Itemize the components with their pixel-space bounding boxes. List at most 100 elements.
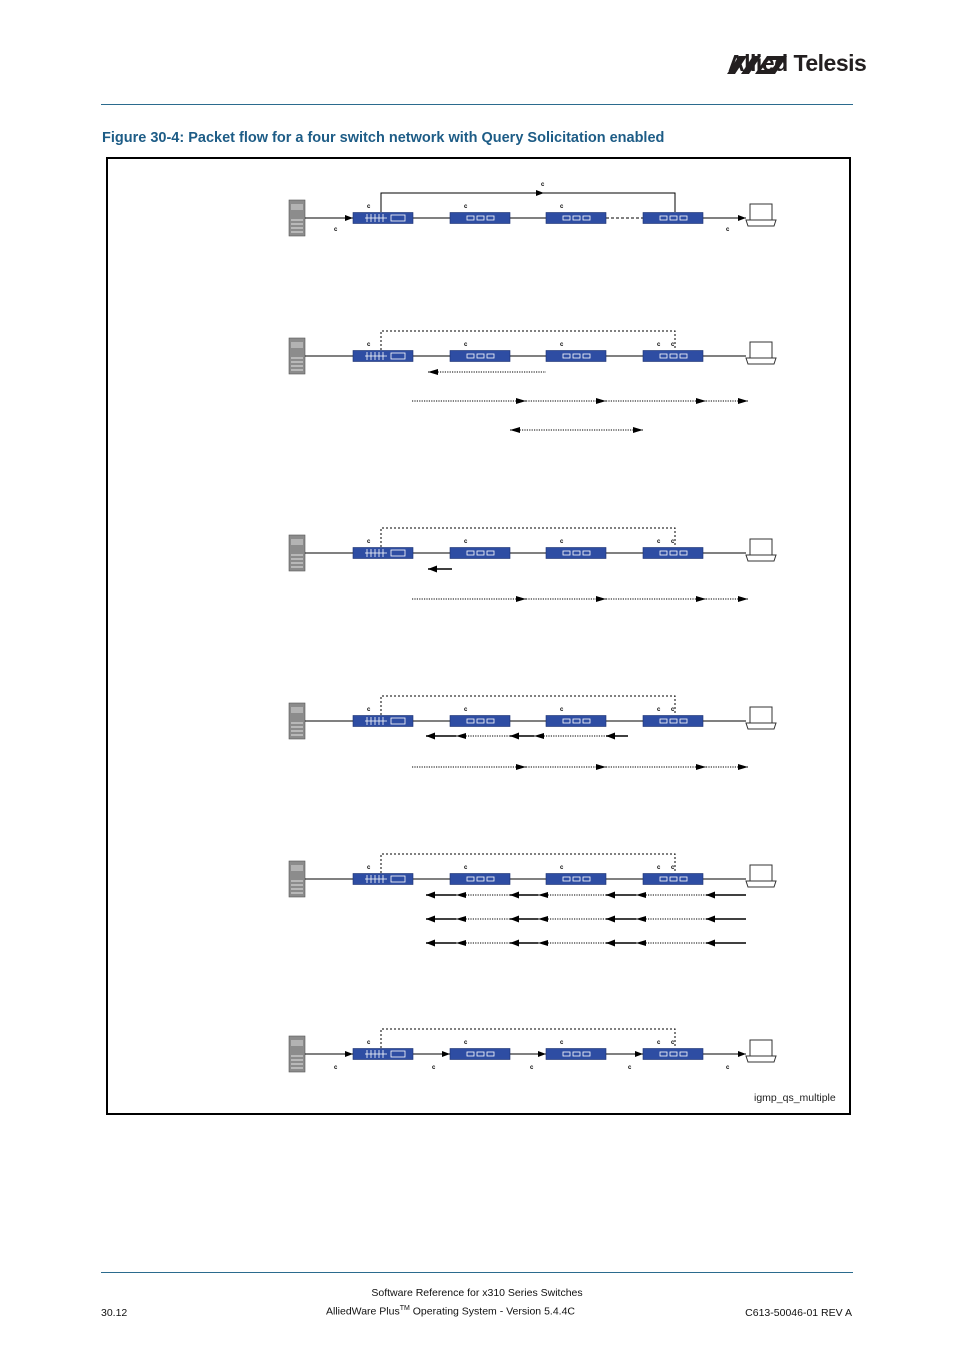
switch-port <box>486 550 495 556</box>
switch-port <box>572 876 581 882</box>
flow-arrow <box>510 939 519 947</box>
laptop-keyboard <box>745 554 777 562</box>
footer-rule <box>101 1272 853 1273</box>
switch-port <box>486 215 495 221</box>
redundant-link <box>380 192 676 212</box>
port-label: c <box>671 865 675 871</box>
switch-port <box>466 876 475 882</box>
port-label: c <box>560 539 564 545</box>
figure-title: Figure 30-4: Packet flow for a four swit… <box>102 130 665 146</box>
switch-icon <box>545 873 607 885</box>
port-label: c <box>367 1040 371 1046</box>
laptop-keyboard <box>745 1055 777 1063</box>
port-label: c <box>367 865 371 871</box>
switch-icon <box>449 350 511 362</box>
flow-arrow <box>636 916 646 922</box>
switch-port <box>669 353 678 359</box>
redundant-link <box>380 853 676 873</box>
switch-port <box>582 550 591 556</box>
flow-arrow <box>442 1051 450 1057</box>
redundant-link <box>380 527 676 547</box>
flow-arrow <box>516 596 526 602</box>
switch-port <box>659 718 668 724</box>
switch-port <box>476 876 485 882</box>
flow-arrow <box>606 891 615 899</box>
switch-port <box>390 717 406 725</box>
switch-port <box>582 1051 591 1057</box>
flow-arrow <box>516 764 526 770</box>
flow-arrow <box>738 596 748 602</box>
flow-arrow <box>633 427 643 433</box>
switch-port <box>659 215 668 221</box>
port-label: c <box>367 707 371 713</box>
flow-arrow <box>426 891 435 899</box>
flow-arrow <box>738 1051 746 1057</box>
laptop-icon <box>749 1039 773 1057</box>
port-label: c <box>334 227 338 233</box>
flow-arrow <box>538 916 548 922</box>
switch-port <box>486 718 495 724</box>
switch-port <box>669 876 678 882</box>
switch-port <box>679 353 688 359</box>
footer-title: Software Reference for x310 Series Switc… <box>371 1287 583 1299</box>
port-label: c <box>628 1065 632 1071</box>
flow-arrow <box>456 916 466 922</box>
switch-icon <box>449 715 511 727</box>
document-id: C613-50046-01 REV A <box>745 1307 852 1319</box>
switch-port <box>390 1050 406 1058</box>
laptop-icon <box>749 706 773 724</box>
switch-port <box>486 1051 495 1057</box>
flow-arrow <box>696 596 706 602</box>
switch-port <box>679 215 688 221</box>
port-label: c <box>657 707 661 713</box>
server-bay <box>291 342 303 348</box>
port-label: c <box>334 1065 338 1071</box>
switch-port <box>466 718 475 724</box>
switch-icon <box>449 873 511 885</box>
switch-port <box>582 876 591 882</box>
laptop-icon <box>749 538 773 556</box>
port-label: c <box>464 539 468 545</box>
laptop-keyboard <box>745 722 777 730</box>
port-label: c <box>560 342 564 348</box>
flow-arrow <box>345 215 353 221</box>
switch-icon <box>642 715 704 727</box>
switch-port <box>562 1051 571 1057</box>
switch-port <box>562 718 571 724</box>
footer-trademark: TM <box>399 1305 410 1312</box>
flow-arrow <box>426 732 435 740</box>
page-number: 30.12 <box>101 1307 128 1319</box>
switch-port <box>572 215 581 221</box>
flow-arrow <box>456 892 466 898</box>
switch-icon <box>642 547 704 559</box>
server-bay <box>291 1040 303 1046</box>
redundant-link <box>380 695 676 715</box>
port-label: c <box>367 342 371 348</box>
switch-port <box>582 718 591 724</box>
flow-arrow <box>738 398 748 404</box>
port-label: c <box>560 1040 564 1046</box>
switch-port <box>562 215 571 221</box>
laptop-keyboard <box>745 357 777 365</box>
port-label: c <box>432 1065 436 1071</box>
flow-arrow <box>635 1051 643 1057</box>
switch-port <box>466 353 475 359</box>
laptop-icon <box>749 341 773 359</box>
flow-arrow <box>606 939 615 947</box>
switch-port <box>572 718 581 724</box>
redundant-link <box>380 330 676 350</box>
switch-port <box>562 550 571 556</box>
flow-arrow <box>534 733 544 739</box>
flow-arrow <box>706 891 715 899</box>
switch-icon <box>545 350 607 362</box>
flow-arrow <box>696 398 706 404</box>
port-label: c <box>464 204 468 210</box>
port-label: c <box>560 865 564 871</box>
figure-frame <box>106 157 851 1115</box>
switch-port <box>572 550 581 556</box>
flow-arrow <box>606 915 615 923</box>
switch-port <box>390 875 406 883</box>
port-label: c <box>367 539 371 545</box>
flow-arrow <box>345 1051 353 1057</box>
switch-port <box>476 550 485 556</box>
